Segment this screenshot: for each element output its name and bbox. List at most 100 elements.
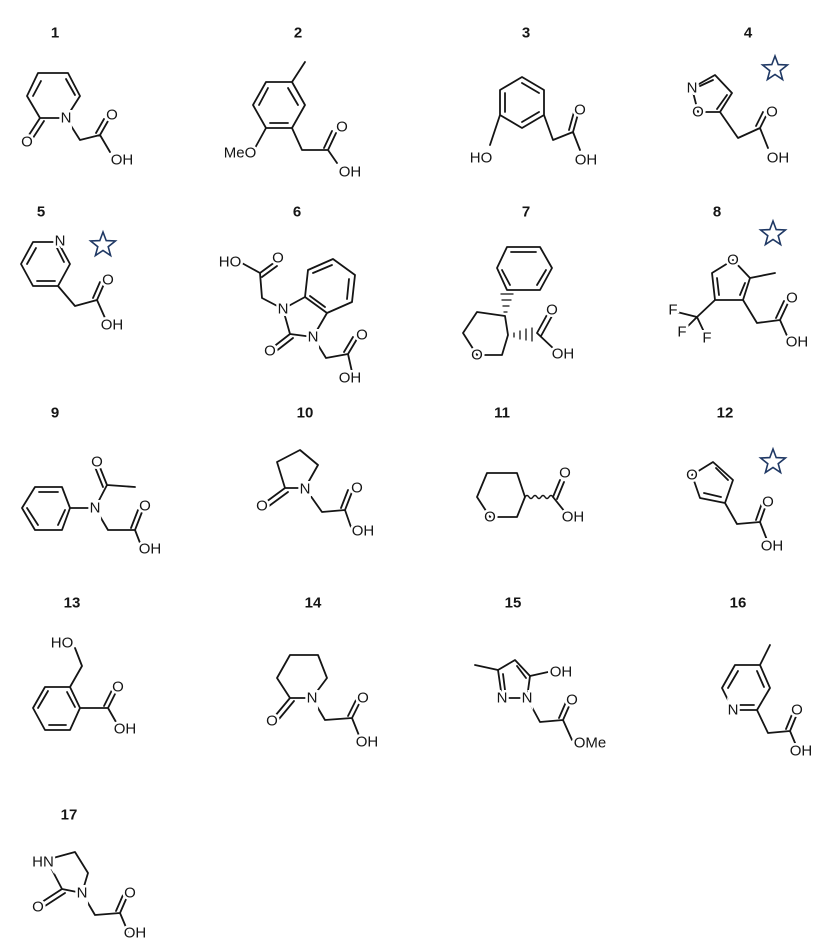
atom-label: O: [357, 690, 369, 707]
compound-number: 6: [293, 204, 301, 221]
atom-label: O: [102, 272, 114, 289]
atom-label: HN: [32, 854, 54, 871]
atom-label: O: [484, 509, 496, 526]
atom-label: O: [791, 702, 803, 719]
bonds: [252, 61, 338, 164]
compound-6: 6 HO O N N O O OH: [216, 204, 370, 390]
atom-label: N: [61, 110, 72, 127]
atom-label: OH: [356, 734, 379, 751]
compound-number: 5: [37, 204, 45, 221]
atom-label: OH: [786, 334, 809, 351]
bonds: [32, 647, 117, 731]
bonds: [26, 72, 111, 153]
compound-4: 4 N O O OH: [684, 25, 792, 170]
atom-label: N: [278, 301, 289, 318]
bonds: [265, 449, 353, 531]
compound-13: 13 HO O OH: [32, 595, 139, 740]
star-icon: [89, 231, 117, 257]
atom-label: O: [336, 119, 348, 136]
compound-number: 11: [494, 405, 510, 422]
bonds: [462, 246, 556, 356]
atom-label: OH: [550, 664, 573, 681]
compound-number: 17: [61, 807, 78, 824]
compound-3: 3 HO O OH: [467, 25, 600, 172]
compound-number: 4: [744, 25, 753, 42]
bonds: [41, 851, 129, 933]
compound-number: 16: [730, 595, 747, 612]
atom-label: OH: [552, 346, 575, 363]
atom-label: O: [32, 899, 44, 916]
atom-label: O: [139, 498, 151, 515]
atom-label: OH: [111, 152, 134, 169]
atom-label: N: [497, 690, 508, 707]
compound-12: 12 O O OH: [684, 405, 787, 557]
compound-number: 2: [294, 25, 302, 42]
compound-number: 8: [713, 204, 721, 221]
wavy-bond: [524, 494, 554, 500]
bonds: [274, 654, 361, 739]
atom-label: MeO: [224, 145, 257, 162]
compound-number: 10: [297, 405, 314, 422]
compound-number: 15: [505, 595, 522, 612]
atom-label: O: [351, 480, 363, 497]
bonds: [691, 461, 768, 541]
atom-label: N: [300, 481, 311, 498]
compound-number: 7: [522, 204, 530, 221]
compound-9: 9 N O O OH: [21, 405, 164, 560]
atom-label: O: [272, 250, 284, 267]
bonds: [676, 259, 789, 339]
atom-label: OH: [575, 152, 598, 169]
compound-16: 16 N O OH: [721, 595, 815, 762]
bonds: [691, 74, 769, 149]
atom-label: O: [356, 327, 368, 344]
atom-label: O: [256, 498, 268, 515]
atom-label: O: [91, 454, 103, 471]
atom-label: F: [702, 330, 711, 347]
star-icon: [759, 448, 787, 474]
compound-5: 5 N O OH: [20, 204, 126, 336]
atom-label: HO: [470, 150, 493, 167]
star-icon: [761, 55, 789, 81]
compound-1: 1 N O O OH: [19, 25, 136, 172]
atom-label: OH: [761, 538, 784, 555]
atom-label: OH: [767, 150, 790, 167]
atom-label: N: [77, 885, 88, 902]
atom-label: O: [692, 104, 704, 121]
atom-label: N: [55, 233, 66, 250]
atom-label: O: [559, 465, 571, 482]
atom-label: OH: [339, 164, 362, 181]
bonds: [474, 659, 573, 741]
bonds: [721, 644, 799, 751]
compound-number: 1: [51, 25, 59, 42]
atom-label: O: [786, 290, 798, 307]
compound-10: 10 N O O OH: [254, 405, 377, 543]
bonds: [21, 464, 143, 549]
atom-label: O: [762, 494, 774, 511]
compound-number: 13: [64, 595, 81, 612]
atom-label: OH: [124, 925, 147, 942]
atom-label: OMe: [574, 735, 607, 752]
bonds: [20, 241, 106, 319]
atom-label: OH: [339, 370, 362, 387]
atom-label: F: [668, 302, 677, 319]
star-icon: [759, 220, 787, 246]
compound-number: 3: [522, 25, 530, 42]
atom-label: OH: [352, 523, 375, 540]
hashed-wedge-bonds: [500, 293, 533, 342]
compound-number: 9: [51, 405, 59, 422]
atom-label: O: [112, 679, 124, 696]
atom-label: HO: [51, 635, 74, 652]
atom-label: N: [522, 690, 533, 707]
atom-label: O: [574, 102, 586, 119]
atom-label: O: [264, 343, 276, 360]
compound-11: 11 O O OH: [476, 405, 587, 528]
compound-17: 17 HN N O O OH: [30, 807, 149, 945]
atom-label: OH: [790, 743, 813, 760]
compound-8: 8 O F F F O OH: [666, 204, 811, 354]
atom-label: N: [728, 702, 739, 719]
atom-label: O: [21, 134, 33, 151]
atom-label: N: [90, 500, 101, 517]
atom-label: F: [677, 324, 686, 341]
atom-label: O: [686, 467, 698, 484]
